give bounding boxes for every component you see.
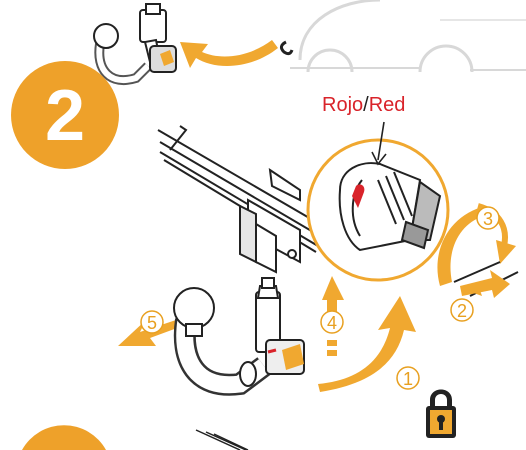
step-number-2: 2 bbox=[457, 301, 467, 321]
step-number-3: 3 bbox=[483, 209, 493, 229]
car-outline-icon bbox=[290, 0, 526, 72]
push-arrow-2 bbox=[454, 262, 518, 298]
hitch-point-icon bbox=[281, 42, 292, 54]
detail-magnifier bbox=[308, 140, 448, 280]
orange-curved-arrow bbox=[180, 40, 278, 68]
step-badge-number: 2 bbox=[45, 76, 85, 156]
step-badge: 2 bbox=[11, 61, 119, 169]
color-label-english: Red bbox=[369, 94, 406, 116]
step-number-4: 4 bbox=[327, 313, 337, 333]
color-label-spanish: Rojo bbox=[322, 94, 363, 116]
next-step-partial bbox=[22, 425, 248, 450]
step-number-1: 1 bbox=[403, 369, 413, 389]
step-number-5: 5 bbox=[147, 313, 157, 333]
socket-mount bbox=[240, 200, 300, 272]
color-label: Rojo/Red bbox=[322, 94, 405, 116]
towbar-ball-assembly bbox=[174, 278, 304, 386]
padlock-icon bbox=[426, 390, 456, 439]
towbar-icon-small bbox=[94, 4, 176, 80]
